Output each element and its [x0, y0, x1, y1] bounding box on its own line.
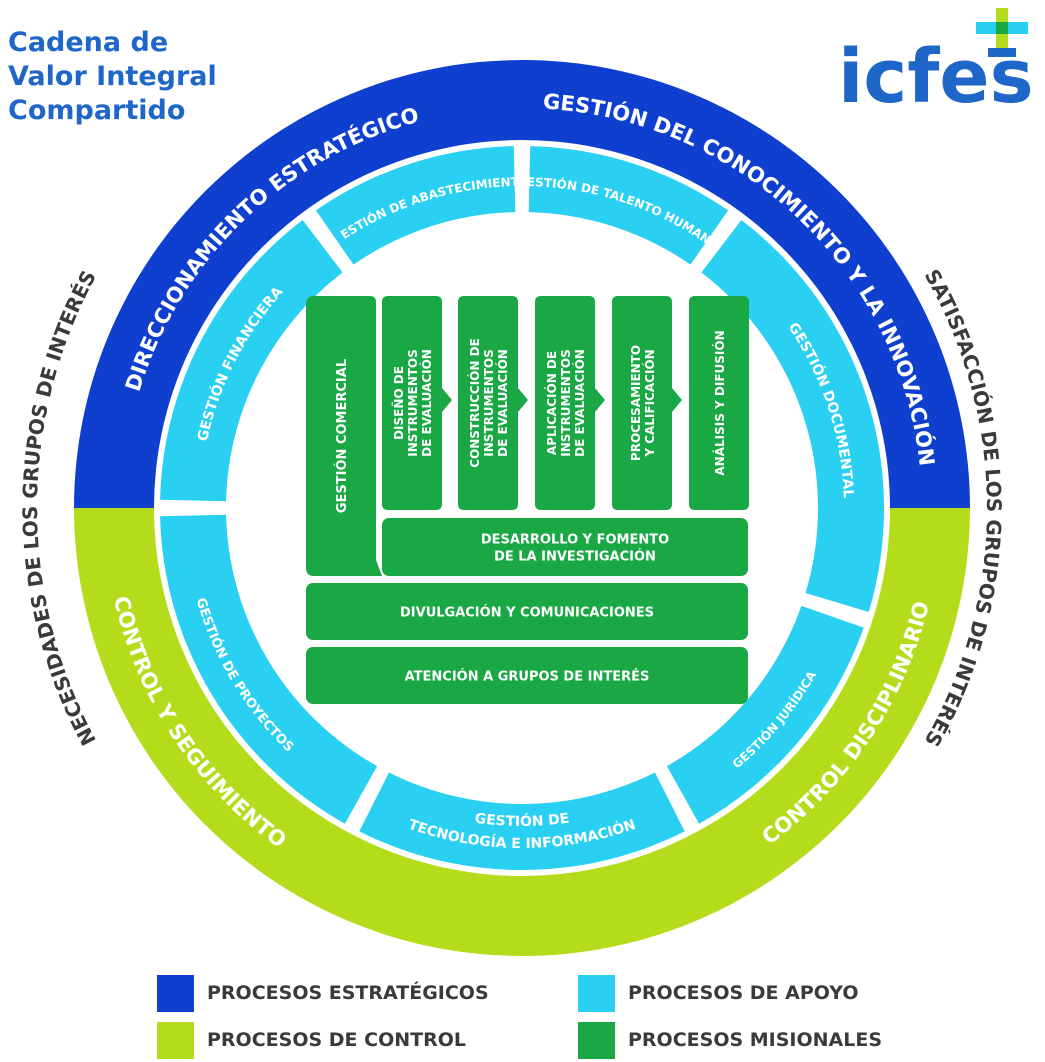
support-ring — [160, 146, 885, 871]
support-segment — [315, 146, 516, 265]
missional-bar — [382, 518, 748, 576]
missional-bar — [306, 583, 748, 640]
title-line-1: Cadena de — [8, 27, 169, 58]
legend-swatch — [578, 1022, 615, 1059]
legend-label: PROCESOS DE APOYO — [628, 982, 859, 1004]
support-segment — [160, 514, 378, 824]
support-segment — [528, 146, 729, 265]
missional-label: DE LA INVESTIGACIÓN — [494, 549, 656, 565]
missional-label: DIVULGACIÓN Y COMUNICACIONES — [400, 605, 654, 621]
missional-column — [458, 296, 528, 510]
missional-block-comercial — [306, 296, 382, 576]
missional-label: INSTRUMENTOS — [559, 349, 573, 457]
missional-bar — [306, 647, 748, 704]
missional-label: DE EVALUACIÓN — [572, 349, 587, 457]
missional-label: CONSTRUCCIÓN DE — [467, 338, 482, 468]
legend-label: PROCESOS ESTRATÉGICOS — [207, 982, 489, 1004]
page-title: Cadena de Valor Integral Compartido — [8, 26, 217, 128]
legend-label: PROCESOS MISIONALES — [628, 1029, 883, 1051]
ring-strategic — [74, 60, 970, 508]
missional-label: DE EVALUACIÓN — [495, 349, 510, 457]
missional-column — [689, 296, 749, 510]
missional-label: DE EVALUACIÓN — [419, 349, 434, 457]
title-line-2: Valor Integral — [8, 61, 217, 92]
missional-label: Y CALIFICACIÓN — [642, 349, 657, 457]
logo-cross-icon — [976, 8, 1028, 57]
legend-swatch — [578, 975, 615, 1012]
support-label: GESTIÓN DE — [474, 811, 570, 830]
legend-swatch — [157, 975, 194, 1012]
missional-column — [535, 296, 605, 510]
icfes-logo: icfes — [838, 8, 1034, 116]
missional-label: ANÁLISIS Y DIFUSIÓN — [712, 330, 727, 475]
legend-swatch — [157, 1022, 194, 1059]
legend-label: PROCESOS DE CONTROL — [207, 1029, 466, 1051]
support-segment — [701, 220, 885, 613]
missional-label: GESTIÓN COMERCIAL — [334, 359, 350, 513]
missional-label: DESARROLLO Y FOMENTO — [481, 533, 669, 548]
missional-label: DISEÑO DE — [391, 366, 406, 440]
missional-column — [382, 296, 452, 510]
missional-label: INSTRUMENTOS — [482, 349, 496, 457]
missional-label: PROCESAMIENTO — [629, 345, 643, 461]
ring-control — [74, 508, 970, 956]
support-segment — [359, 772, 685, 871]
missional-label: APLICACIÓN DE — [544, 351, 559, 455]
title-line-3: Compartido — [8, 95, 186, 126]
support-segment — [160, 220, 343, 502]
missional-column — [612, 296, 682, 510]
missional-label: INSTRUMENTOS — [406, 349, 420, 457]
missional-label: ATENCIÓN A GRUPOS DE INTERÉS — [405, 669, 650, 685]
support-segment — [666, 605, 864, 824]
